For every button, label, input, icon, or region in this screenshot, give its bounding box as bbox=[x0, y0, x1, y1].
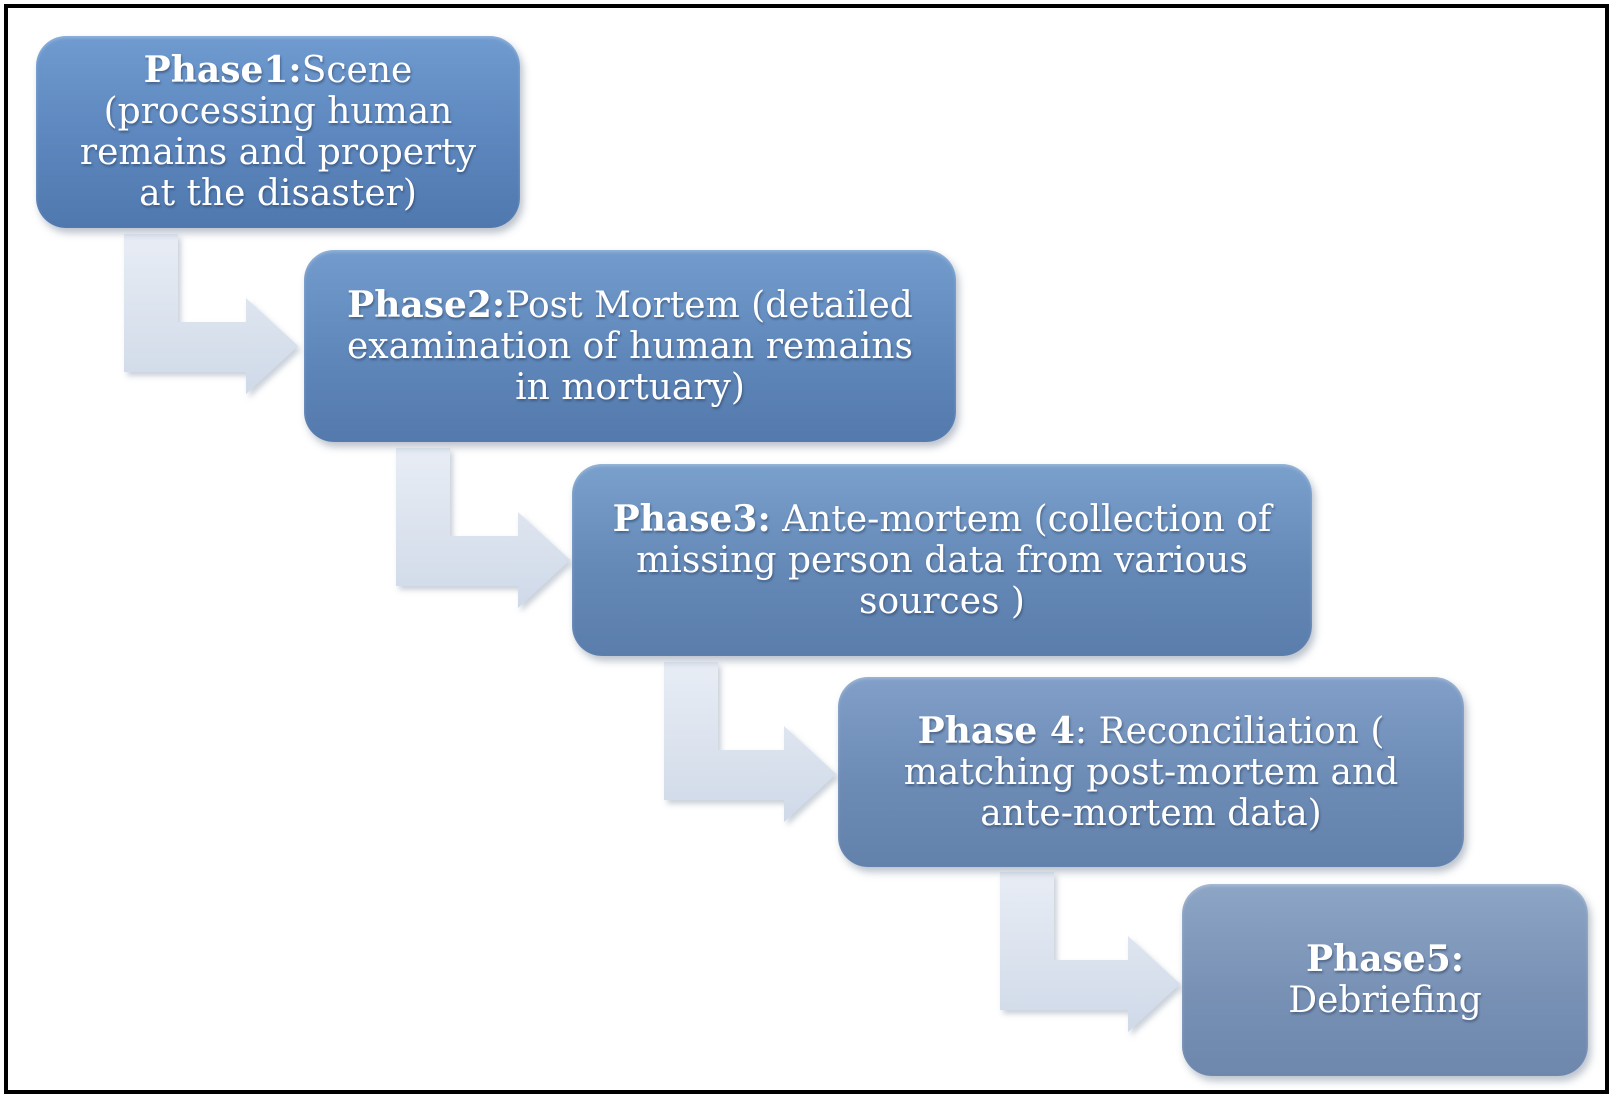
phase-1-content: Phase1:Scene (processing human remains a… bbox=[58, 49, 498, 215]
phase-5-box: Phase5: Debriefing bbox=[1182, 884, 1588, 1076]
phase-3-description: Ante-mortem (collection of missing perso… bbox=[636, 498, 1272, 622]
phase-1-box: Phase1:Scene (processing human remains a… bbox=[36, 36, 520, 228]
arrow-phase4-to-phase5 bbox=[1000, 872, 1180, 1032]
phase-2-description: Post Mortem (detailed examination of hum… bbox=[347, 284, 913, 408]
phase-1-description: Scene (processing human remains and prop… bbox=[79, 50, 477, 214]
phase-2-box: Phase2:Post Mortem (detailed examination… bbox=[304, 250, 956, 442]
arrow-phase3-to-phase4 bbox=[664, 662, 836, 822]
phase-3-box: Phase3: Ante-mortem (collection of missi… bbox=[572, 464, 1312, 656]
phase-3-content: Phase3: Ante-mortem (collection of missi… bbox=[594, 497, 1290, 622]
phase-3-label: Phase3: bbox=[612, 497, 771, 540]
phase-4-box: Phase 4: Reconciliation ( matching post-… bbox=[838, 677, 1464, 867]
arrow-phase2-to-phase3 bbox=[396, 448, 570, 608]
phase-5-description: Debriefing bbox=[1288, 980, 1482, 1021]
phase-5-label: Phase5: bbox=[1305, 938, 1465, 980]
phase-4-description: : Reconciliation ( matching post-mortem … bbox=[903, 710, 1399, 834]
phase-4-label: Phase 4 bbox=[917, 709, 1075, 752]
phase-2-content: Phase2:Post Mortem (detailed examination… bbox=[326, 283, 934, 408]
arrow-phase1-to-phase2 bbox=[124, 234, 298, 394]
phase-5-content: Phase5: Debriefing bbox=[1204, 938, 1566, 1022]
phase-4-content: Phase 4: Reconciliation ( matching post-… bbox=[860, 709, 1442, 834]
phase-2-label: Phase2: bbox=[347, 283, 506, 326]
phase-1-label: Phase1: bbox=[143, 49, 302, 91]
